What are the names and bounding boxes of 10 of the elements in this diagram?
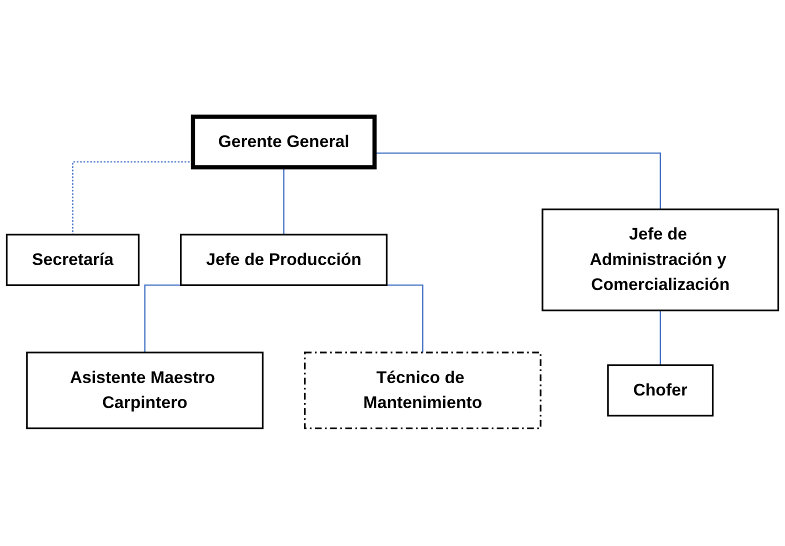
connector: [374, 153, 661, 210]
node-box: Jefe de Producción: [180, 234, 388, 286]
node-box: Gerente General: [190, 115, 377, 170]
node-box: Secretaría: [6, 234, 140, 286]
connector: [660, 310, 661, 366]
node-box: Técnico de Mantenimiento: [304, 352, 542, 430]
node-box: Asistente Maestro Carpintero: [26, 352, 264, 430]
node-box: Jefe de Administración y Comercialización: [542, 209, 780, 312]
node-box: Chofer: [607, 364, 714, 417]
connector: [283, 167, 284, 236]
